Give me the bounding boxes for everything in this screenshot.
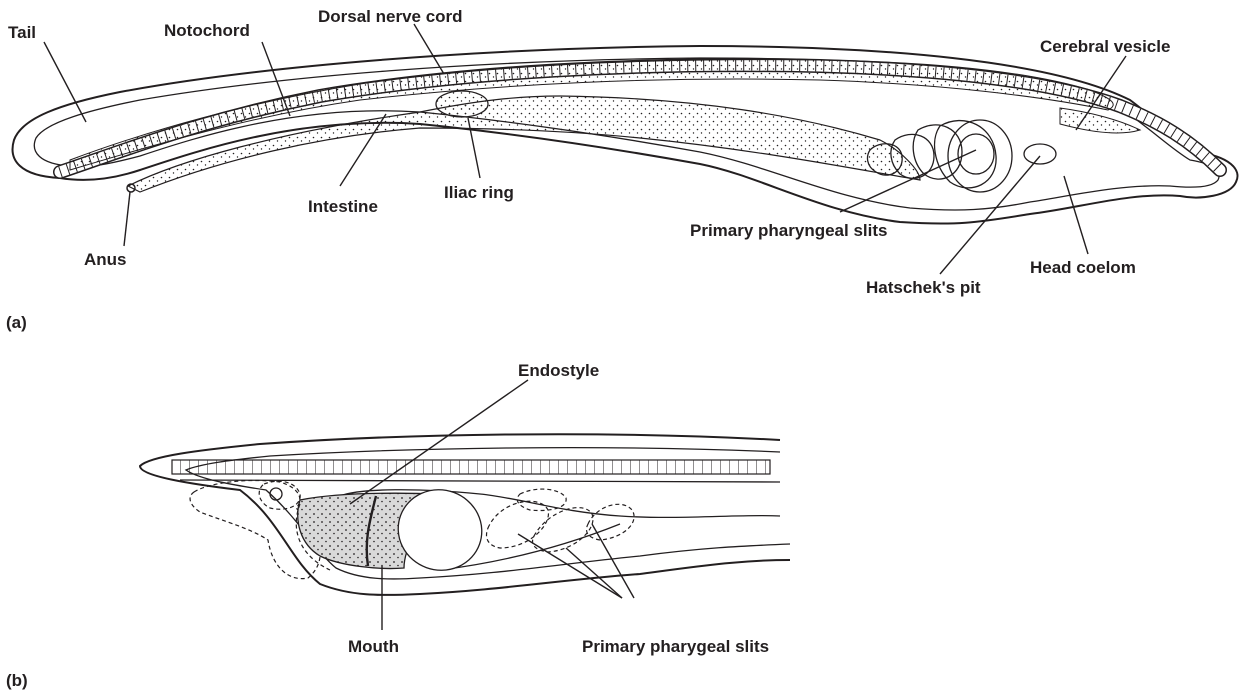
pharyngeal-slit-1 bbox=[487, 501, 549, 548]
label-primary-pharyngeal-slits: Primary pharyngeal slits bbox=[690, 221, 887, 240]
label-hatscheks-pit: Hatschek's pit bbox=[866, 278, 981, 297]
notochord-b bbox=[172, 460, 770, 474]
label-primary-pharygeal-slits: Primary pharygeal slits bbox=[582, 637, 769, 656]
iliac-ring bbox=[436, 91, 488, 117]
label-mouth: Mouth bbox=[348, 637, 399, 656]
panel-a: Tail Notochord Dorsal nerve cord Cerebra… bbox=[6, 7, 1237, 332]
label-endostyle: Endostyle bbox=[518, 361, 599, 380]
label-anus: Anus bbox=[84, 250, 127, 269]
label-tail: Tail bbox=[8, 23, 36, 42]
panel-b: Endostyle Mouth Primary pharygeal slits … bbox=[6, 361, 790, 690]
panel-tag-b: (b) bbox=[6, 671, 28, 690]
label-head-coelom: Head coelom bbox=[1030, 258, 1136, 277]
label-cerebral-vesicle: Cerebral vesicle bbox=[1040, 37, 1170, 56]
label-notochord: Notochord bbox=[164, 21, 250, 40]
panel-tag-a: (a) bbox=[6, 313, 27, 332]
label-dorsal-nerve-cord: Dorsal nerve cord bbox=[318, 7, 463, 26]
label-intestine: Intestine bbox=[308, 197, 378, 216]
label-iliac-ring: Iliac ring bbox=[444, 183, 514, 202]
